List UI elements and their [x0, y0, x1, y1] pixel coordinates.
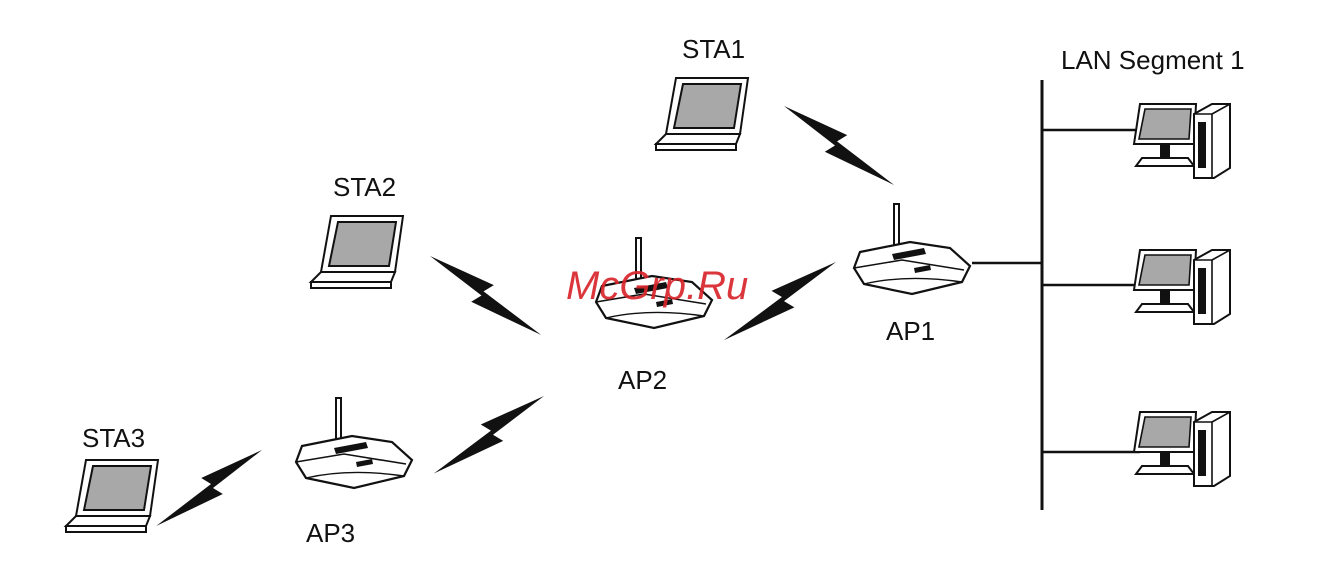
desktop-computer-icon — [1134, 250, 1230, 324]
desktop-computer-icon — [1134, 104, 1230, 178]
lightning-bolt-icon — [430, 256, 541, 335]
ap3-label: AP3 — [306, 520, 355, 546]
lightning-bolt-icon — [784, 106, 894, 185]
ap3-access-point-icon — [296, 398, 412, 488]
ap1-access-point-icon — [854, 204, 970, 294]
sta2-laptop-icon — [311, 216, 403, 288]
sta2-label: STA2 — [333, 174, 396, 200]
lightning-bolt-icon — [156, 450, 262, 526]
ap2-label: AP2 — [618, 367, 667, 393]
sta1-laptop-icon — [656, 78, 748, 150]
lan-wiring — [972, 80, 1140, 510]
sta3-laptop-icon — [66, 460, 158, 532]
ap1-label: AP1 — [886, 318, 935, 344]
lightning-bolt-icon — [434, 396, 544, 474]
lan-segment-label: LAN Segment 1 — [1061, 47, 1245, 73]
desktop-computer-icon — [1134, 412, 1230, 486]
sta3-label: STA3 — [82, 425, 145, 451]
watermark: McGrp.Ru — [566, 266, 748, 306]
sta1-label: STA1 — [682, 36, 745, 62]
